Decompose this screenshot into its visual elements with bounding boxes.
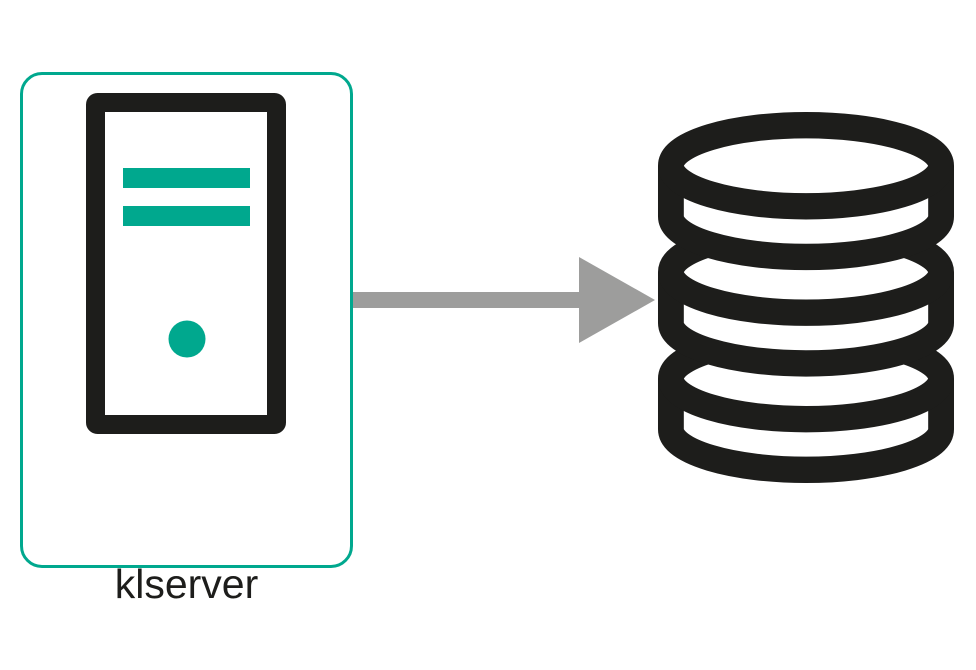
server-power-dot [168,320,206,358]
arrow-right-icon-shaft [353,292,583,308]
arrow-right-icon-head [579,257,655,343]
database-icon [657,112,955,483]
server-slot-bar-2 [123,206,250,226]
server-tower-icon [86,93,286,434]
server-tower-outline [86,93,286,434]
server-slot-bar-1 [123,168,250,188]
server-node-label: klserver kliam [23,452,350,670]
server-node-label-line1: klserver [114,561,259,607]
database-disk-top [657,112,955,271]
server-node-box: klserver kliam [20,72,353,607]
